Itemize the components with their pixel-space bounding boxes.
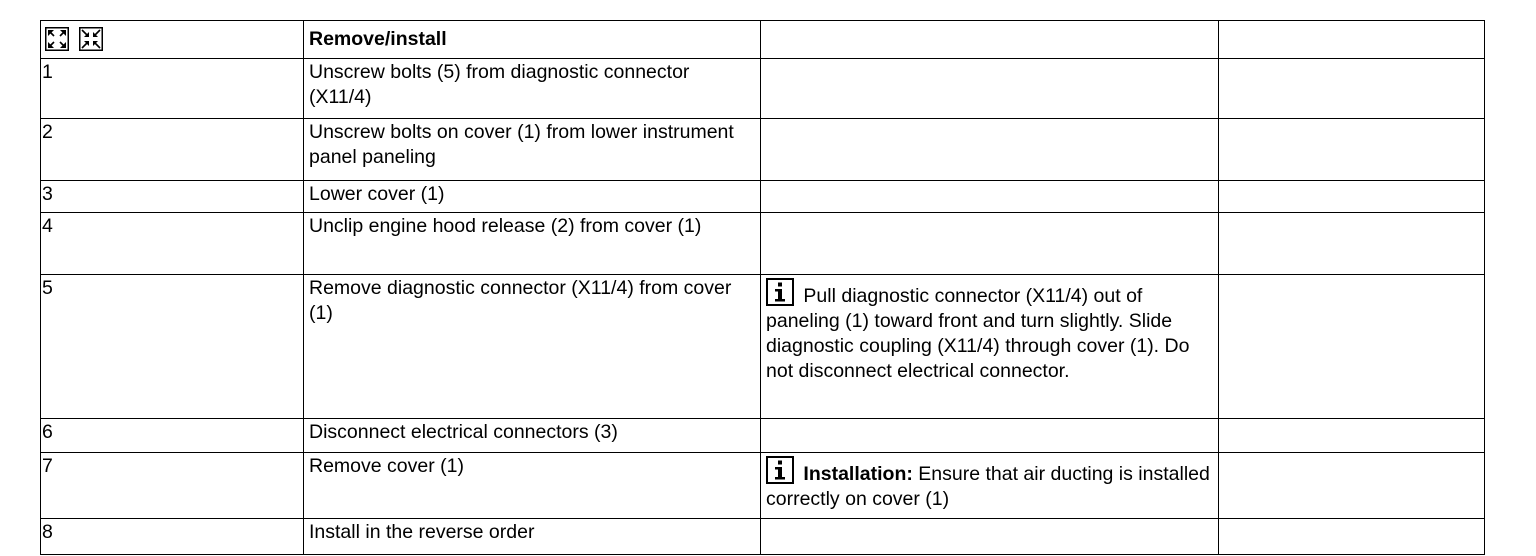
step-instruction: Lower cover (1) (303, 180, 761, 213)
note-label: Installation: (803, 463, 913, 485)
step-note (760, 518, 1219, 555)
step-note (760, 418, 1219, 453)
empty-cell (1218, 180, 1485, 213)
step-note: Installation: Ensure that air ducting is… (760, 452, 1219, 519)
step-number: 1 (40, 58, 304, 119)
step-number: 4 (40, 212, 304, 275)
step-instruction: Unclip engine hood release (2) from cove… (303, 212, 761, 275)
step-instruction: Disconnect electrical connectors (3) (303, 418, 761, 453)
step-number: 8 (40, 518, 304, 555)
empty-cell (1218, 518, 1485, 555)
step-note (760, 212, 1219, 275)
empty-cell (1218, 58, 1485, 119)
empty-cell (1218, 118, 1485, 181)
note-text: Ensure that air ducting is installed cor… (766, 463, 1210, 510)
header-row: Remove/install (40, 20, 1485, 59)
step-number: 2 (40, 118, 304, 181)
expand-all-icon[interactable] (45, 27, 69, 52)
step-note (760, 118, 1219, 181)
step-number: 5 (40, 274, 304, 419)
empty-cell (1218, 212, 1485, 275)
empty-cell (1218, 274, 1485, 419)
header-title: Remove/install (303, 20, 761, 59)
collapse-all-icon[interactable] (79, 27, 103, 52)
step-instruction: Remove cover (1) (303, 452, 761, 519)
header-empty-cell (1218, 20, 1485, 59)
info-icon (766, 278, 794, 306)
step-note (760, 180, 1219, 213)
note-text: Pull diagnostic connector (X11/4) out of… (766, 285, 1190, 382)
info-icon (766, 456, 794, 484)
step-instruction: Remove diagnostic connector (X11/4) from… (303, 274, 761, 419)
step-number: 3 (40, 180, 304, 213)
step-instruction: Unscrew bolts (5) from diagnostic connec… (303, 58, 761, 119)
header-empty-cell (760, 20, 1219, 59)
empty-cell (1218, 418, 1485, 453)
step-note (760, 58, 1219, 119)
step-number: 6 (40, 418, 304, 453)
empty-cell (1218, 452, 1485, 519)
step-note: Pull diagnostic connector (X11/4) out of… (760, 274, 1219, 419)
step-instruction: Unscrew bolts on cover (1) from lower in… (303, 118, 761, 181)
step-instruction: Install in the reverse order (303, 518, 761, 555)
header-icons-cell (40, 20, 304, 59)
step-number: 7 (40, 452, 304, 519)
